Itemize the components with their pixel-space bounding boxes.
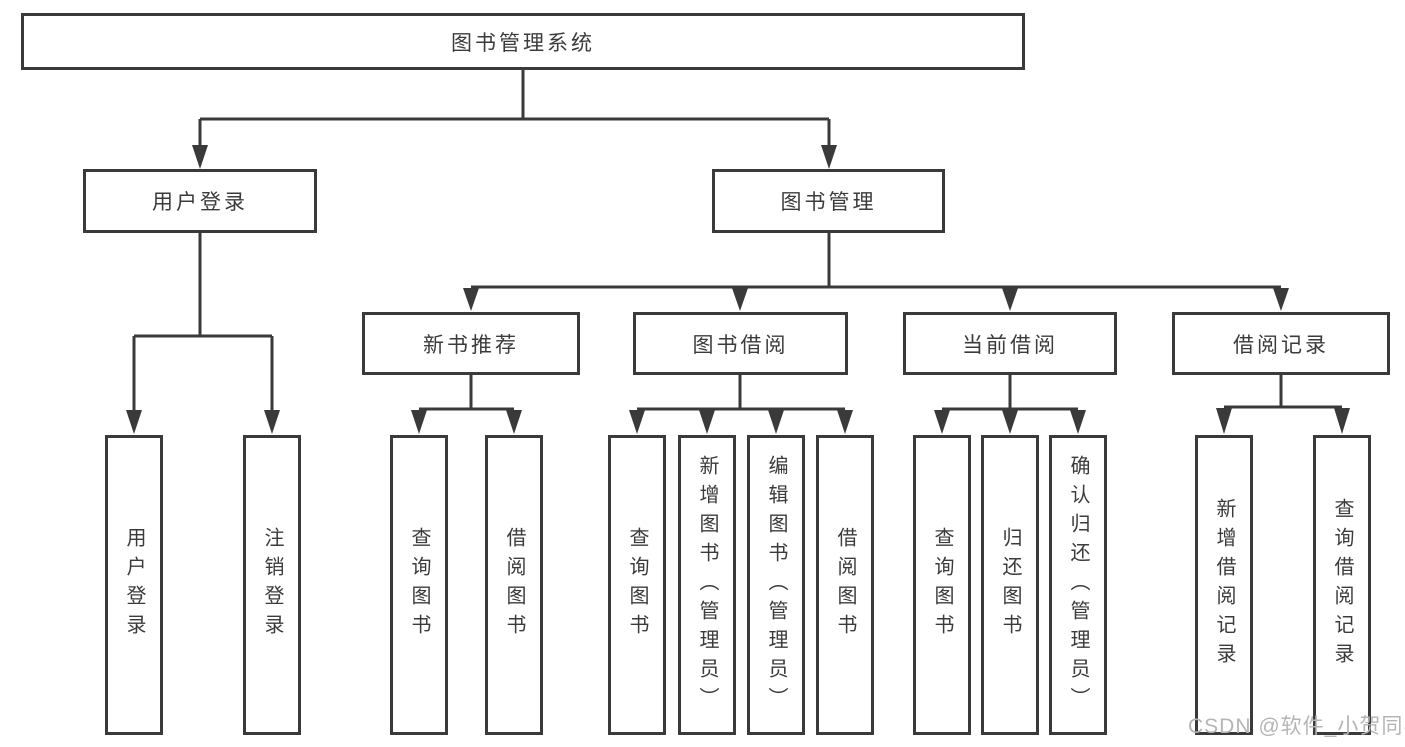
leaf-logout: 注销登录 [243,435,301,735]
node-borrowing-records: 借阅记录 [1172,312,1390,375]
leaf-add-borrow-record: 新增借阅记录 [1195,435,1253,735]
leaf-search-borrow-record: 查询借阅记录 [1313,435,1371,735]
node-label: 当前借阅 [962,333,1058,357]
node-label: 用户登录 [123,527,145,643]
node-label: 查询图书 [408,527,430,643]
node-label: 查询图书 [626,527,648,643]
node-label: 借阅图书 [503,527,525,643]
node-label: 新增借阅记录 [1213,498,1235,672]
leaf-add-books-admin: 新增图书（管理员） [678,435,736,735]
node-label: 注销登录 [261,527,283,643]
csdn-watermark: CSDN @软件_小贺同学 [1188,715,1405,738]
node-label: 归还图书 [999,527,1021,643]
node-label: 用户登录 [152,191,248,214]
leaf-user-login: 用户登录 [105,435,163,735]
leaf-edit-books-admin: 编辑图书（管理员） [747,435,805,735]
leaf-return-books: 归还图书 [981,435,1039,735]
leaf-search-books-current: 查询图书 [913,435,971,735]
node-label: 图书借阅 [692,333,789,357]
node-label: 新书推荐 [423,333,519,357]
node-new-book-recommendation: 新书推荐 [362,312,580,375]
node-book-management: 图书管理 [712,169,945,233]
leaf-confirm-return-admin: 确认归还（管理员） [1049,435,1107,735]
arrowheads [126,145,1350,434]
node-current-borrowing: 当前借阅 [903,312,1117,375]
node-label: 图书管理系统 [451,31,595,55]
node-book-borrowing: 图书借阅 [633,312,848,375]
node-label: 查询借阅记录 [1331,498,1353,672]
leaf-borrow-books-borrowing: 借阅图书 [816,435,874,735]
node-label: 借阅记录 [1233,333,1329,357]
leaf-search-books-recommend: 查询图书 [390,435,448,735]
node-label: 借阅图书 [834,527,856,643]
leaf-search-books-borrowing: 查询图书 [608,435,666,735]
node-label: 确认归还（管理员） [1067,454,1089,716]
node-label: 查询图书 [931,527,953,643]
node-user-login: 用户登录 [83,169,317,233]
leaf-borrow-books-recommend: 借阅图书 [485,435,543,735]
node-library-management-system: 图书管理系统 [21,13,1025,70]
node-label: 新增图书（管理员） [696,454,718,716]
node-label: 图书管理 [780,191,877,214]
node-label: 编辑图书（管理员） [765,454,787,716]
